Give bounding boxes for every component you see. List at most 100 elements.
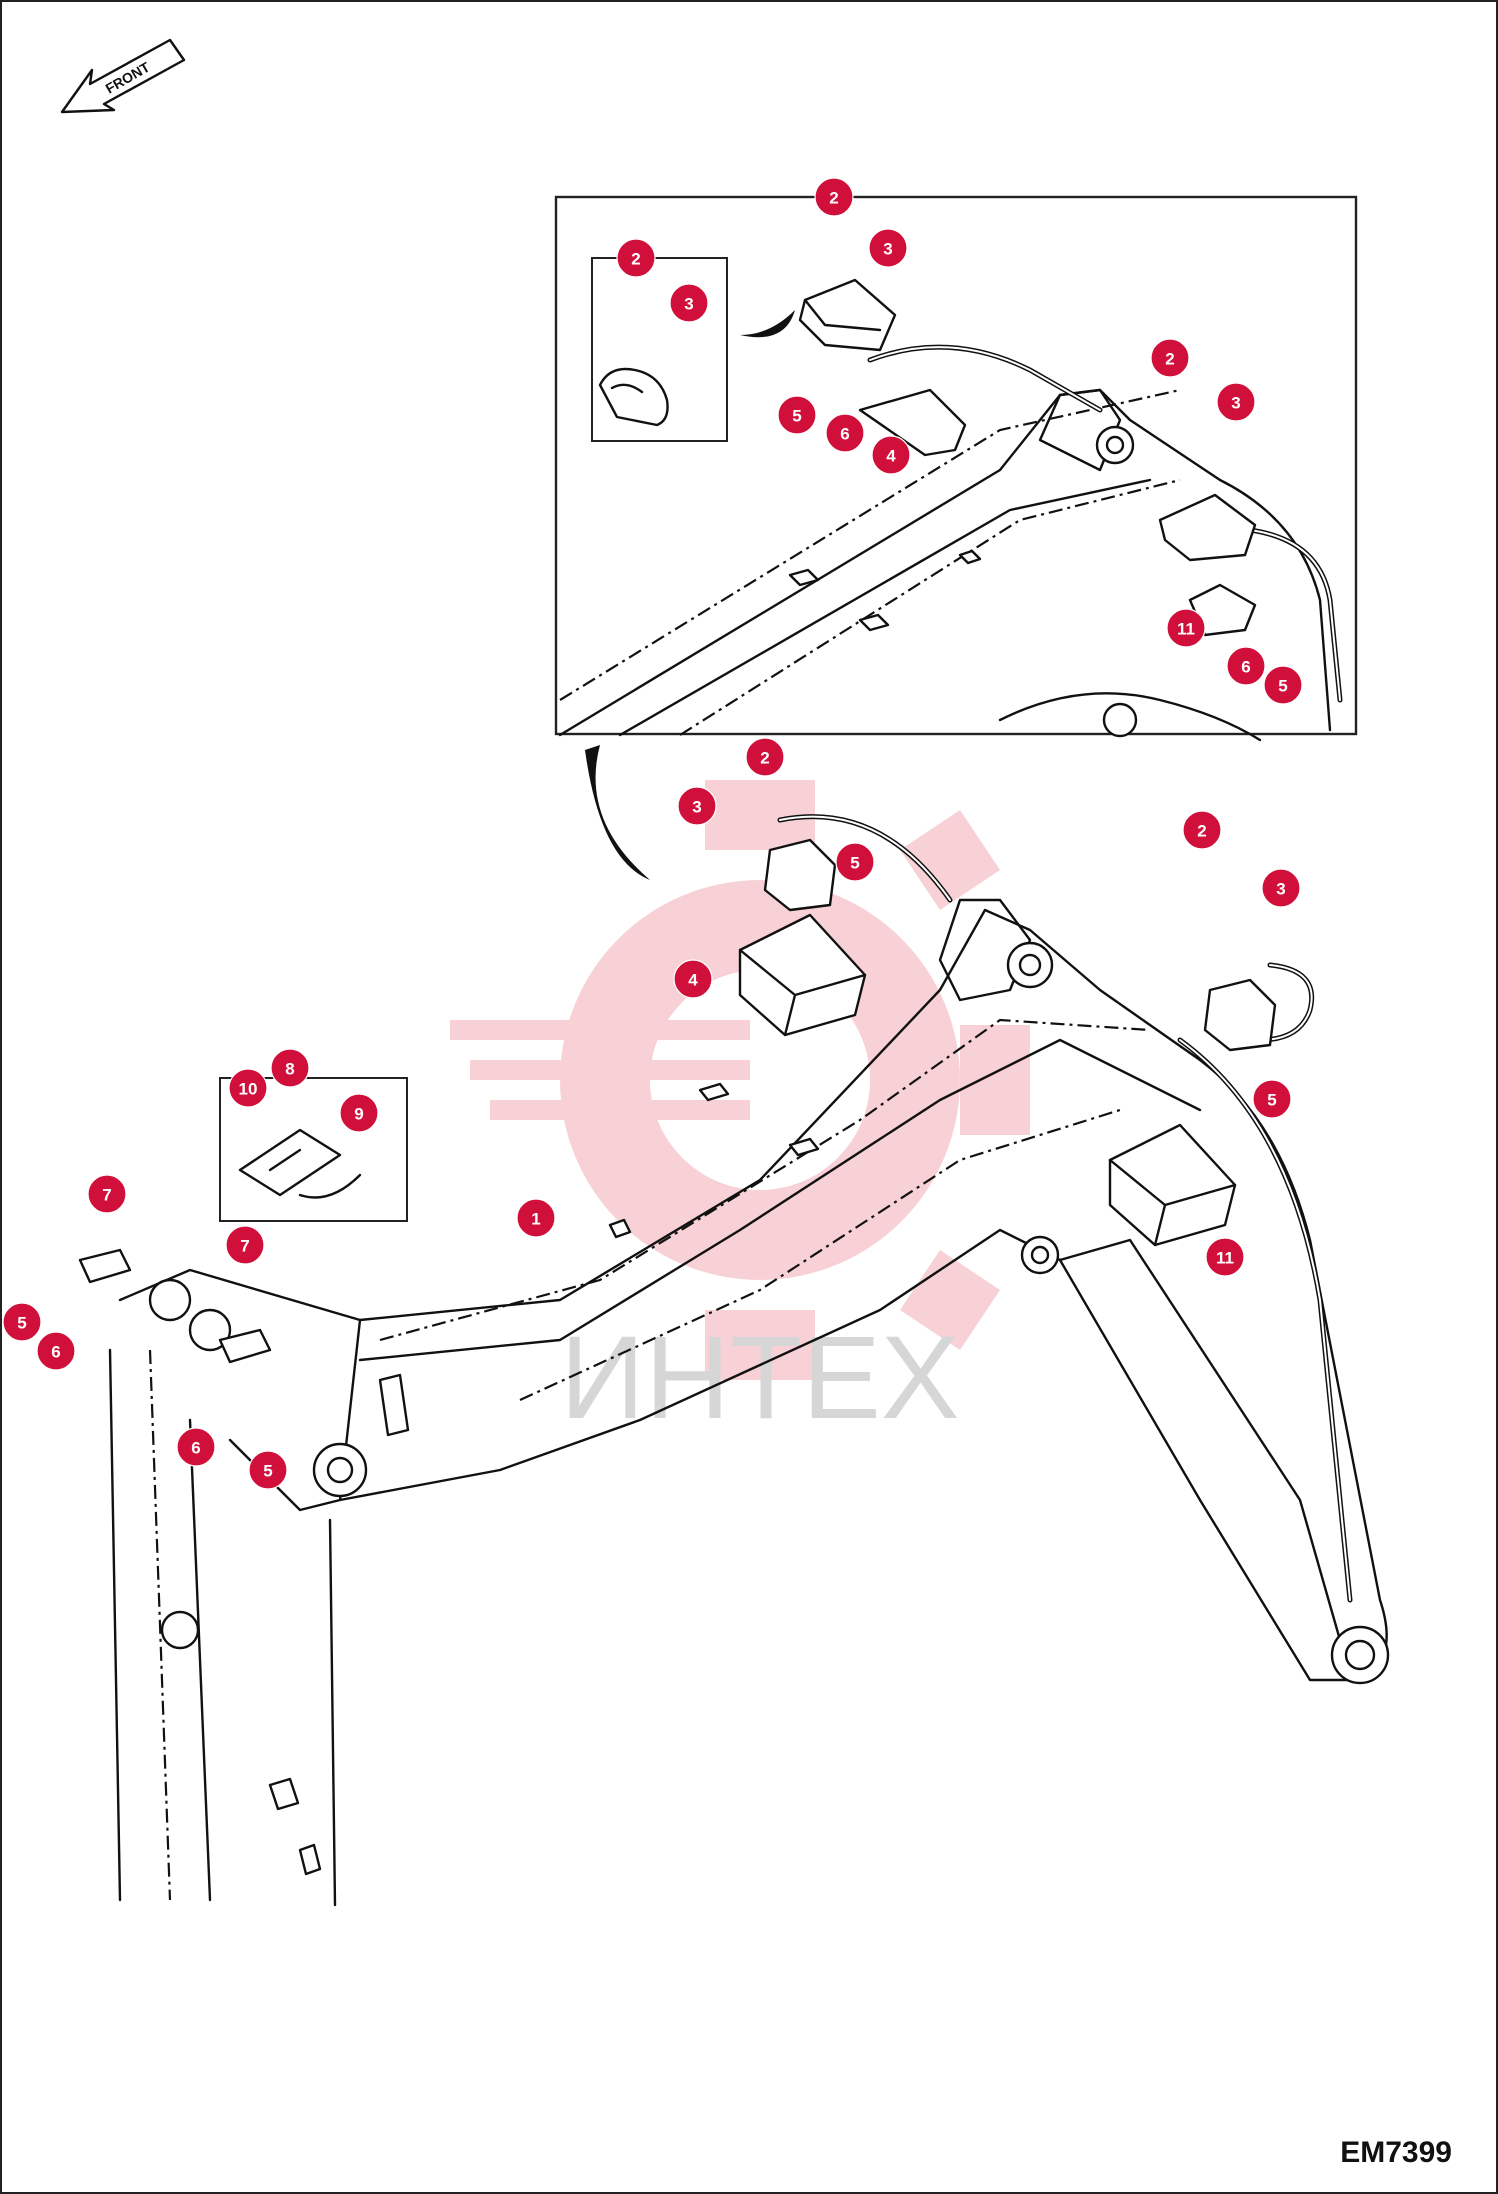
callout-marker xyxy=(835,842,875,882)
callout-number: 4 xyxy=(688,971,698,990)
callout-2: 2 xyxy=(814,177,854,217)
callout-4: 4 xyxy=(673,959,713,999)
callout-number: 2 xyxy=(760,749,769,768)
callout-number: 3 xyxy=(692,798,701,817)
callout-number: 6 xyxy=(840,425,849,444)
callout-marker xyxy=(176,1427,216,1467)
callout-number: 6 xyxy=(1241,658,1250,677)
callout-number: 8 xyxy=(285,1060,294,1079)
callout-number: 3 xyxy=(1276,880,1285,899)
callout-number: 5 xyxy=(1267,1091,1276,1110)
callout-number: 5 xyxy=(850,854,859,873)
callout-marker xyxy=(825,413,865,453)
callout-2: 2 xyxy=(1150,338,1190,378)
callout-marker xyxy=(1166,608,1206,648)
callout-number: 5 xyxy=(1278,677,1287,696)
callout-marker xyxy=(871,435,911,475)
callout-5: 5 xyxy=(1252,1079,1292,1119)
callout-number: 3 xyxy=(1231,394,1240,413)
watermark-gear-icon xyxy=(450,780,1030,1380)
boom-assembly xyxy=(78,745,1390,1907)
callout-marker xyxy=(616,238,656,278)
callout-marker xyxy=(339,1093,379,1133)
callout-marker xyxy=(1150,338,1190,378)
callout-9: 9 xyxy=(339,1093,379,1133)
callout-2: 2 xyxy=(1182,810,1222,850)
callout-5: 5 xyxy=(1263,665,1303,705)
callout-7: 7 xyxy=(87,1174,127,1214)
callout-number: 5 xyxy=(17,1314,26,1333)
callout-11: 11 xyxy=(1166,608,1206,648)
callout-5: 5 xyxy=(2,1302,42,1342)
callout-marker xyxy=(669,283,709,323)
callout-marker xyxy=(2,1302,42,1342)
callout-6: 6 xyxy=(176,1427,216,1467)
callout-number: 4 xyxy=(886,447,896,466)
callout-number: 1 xyxy=(531,1210,540,1229)
callout-number: 2 xyxy=(1197,822,1206,841)
callout-marker xyxy=(1216,382,1256,422)
callout-number: 2 xyxy=(829,189,838,208)
callout-number: 5 xyxy=(792,407,801,426)
watermark-text: ИНТЕХ xyxy=(560,1312,960,1444)
callout-marker xyxy=(516,1198,556,1238)
callout-marker xyxy=(1226,646,1266,686)
callout-number: 3 xyxy=(684,295,693,314)
callout-6: 6 xyxy=(825,413,865,453)
callout-marker xyxy=(1263,665,1303,705)
callout-number: 7 xyxy=(102,1186,111,1205)
callout-marker xyxy=(1252,1079,1292,1119)
front-arrow-icon: FRONT xyxy=(60,38,186,114)
callout-number: 3 xyxy=(883,240,892,259)
callout-3: 3 xyxy=(868,228,908,268)
callout-2: 2 xyxy=(616,238,656,278)
callout-marker xyxy=(225,1225,265,1265)
callout-3: 3 xyxy=(1261,868,1301,908)
callout-number: 2 xyxy=(631,250,640,269)
callout-5: 5 xyxy=(248,1450,288,1490)
callout-marker xyxy=(745,737,785,777)
callout-3: 3 xyxy=(677,786,717,826)
callout-markers: 2 3 2 3 5 6 4 2 3 11 6 5 2 3 5 4 2 3 5 11 8 10 9 7 7 1 5 6 6 5 xyxy=(2,177,1303,1490)
callout-number: 10 xyxy=(239,1080,258,1099)
callout-marker xyxy=(1182,810,1222,850)
callout-marker xyxy=(248,1450,288,1490)
callout-6: 6 xyxy=(36,1331,76,1371)
watermark: ИНТЕХ xyxy=(450,780,1030,1444)
detail-view-top xyxy=(554,195,1358,742)
callout-marker xyxy=(87,1174,127,1214)
callout-11: 11 xyxy=(1205,1237,1245,1277)
callout-8: 8 xyxy=(270,1048,310,1088)
callout-marker xyxy=(814,177,854,217)
callout-number: 6 xyxy=(51,1343,60,1362)
callout-marker xyxy=(1205,1237,1245,1277)
callout-marker xyxy=(777,395,817,435)
callout-number: 11 xyxy=(1177,620,1195,639)
drawing-code: EM7399 xyxy=(1340,2136,1452,2169)
callout-number: 9 xyxy=(354,1105,363,1124)
callout-marker xyxy=(1261,868,1301,908)
callout-5: 5 xyxy=(777,395,817,435)
callout-marker xyxy=(270,1048,310,1088)
callout-5: 5 xyxy=(835,842,875,882)
callout-10: 10 xyxy=(228,1068,268,1108)
callout-number: 7 xyxy=(240,1237,249,1256)
callout-7: 7 xyxy=(225,1225,265,1265)
callout-2: 2 xyxy=(745,737,785,777)
callout-number: 5 xyxy=(263,1462,272,1481)
callout-marker xyxy=(36,1331,76,1371)
callout-marker xyxy=(228,1068,268,1108)
callout-marker xyxy=(673,959,713,999)
callout-6: 6 xyxy=(1226,646,1266,686)
callout-number: 2 xyxy=(1165,350,1174,369)
callout-3: 3 xyxy=(669,283,709,323)
callout-1: 1 xyxy=(516,1198,556,1238)
callout-number: 6 xyxy=(191,1439,200,1458)
callout-4: 4 xyxy=(871,435,911,475)
callout-3: 3 xyxy=(1216,382,1256,422)
callout-marker xyxy=(677,786,717,826)
callout-marker xyxy=(868,228,908,268)
callout-number: 11 xyxy=(1216,1249,1234,1268)
